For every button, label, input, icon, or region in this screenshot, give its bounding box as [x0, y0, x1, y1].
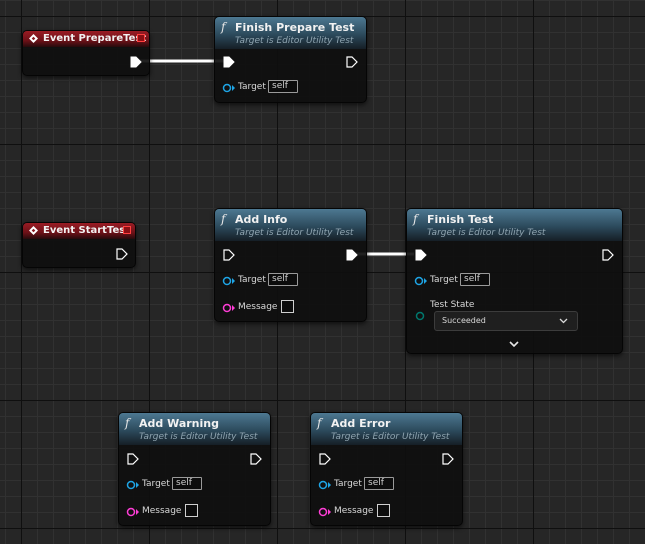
test-state-label: Test State	[430, 300, 475, 310]
target-label: Target	[430, 275, 458, 285]
exec-in-pin-icon[interactable]	[223, 56, 235, 68]
message-label: Message	[334, 506, 374, 516]
node-title: Finish Prepare Test	[235, 21, 355, 34]
node-title: Finish Test	[427, 213, 494, 226]
exec-in-pin-icon[interactable]	[223, 249, 235, 261]
exec-out-pin-icon[interactable]	[442, 453, 454, 465]
test-state-value: Succeeded	[442, 316, 486, 325]
function-icon: f	[125, 416, 130, 430]
node-subtitle: Target is Editor Utility Test	[235, 228, 354, 238]
message-input[interactable]	[185, 504, 198, 517]
message-pin-icon[interactable]	[126, 507, 140, 517]
node-header: f Add Error Target is Editor Utility Tes…	[311, 413, 462, 445]
target-pin-icon[interactable]	[126, 480, 140, 490]
message-label: Message	[238, 302, 278, 312]
target-self-field[interactable]: self	[364, 477, 394, 490]
node-subtitle: Target is Editor Utility Test	[139, 432, 258, 442]
exec-in-pin-icon[interactable]	[127, 453, 139, 465]
node-header: f Add Warning Target is Editor Utility T…	[119, 413, 270, 445]
exec-in-pin-icon[interactable]	[415, 249, 427, 261]
node-header: f Finish Test Target is Editor Utility T…	[407, 209, 622, 241]
event-diamond-icon	[29, 226, 38, 235]
node-subtitle: Target is Editor Utility Test	[235, 36, 354, 46]
target-self-field[interactable]: self	[460, 273, 490, 286]
target-label: Target	[238, 82, 266, 92]
message-input[interactable]	[377, 504, 390, 517]
node-header: f Add Info Target is Editor Utility Test	[215, 209, 366, 241]
node-subtitle: Target is Editor Utility Test	[331, 432, 450, 442]
event-header: Event PrepareTest	[23, 31, 149, 47]
function-icon: f	[221, 212, 226, 226]
message-label: Message	[142, 506, 182, 516]
function-icon: f	[221, 20, 226, 34]
delegate-pin-icon[interactable]	[123, 226, 131, 234]
exec-out-pin-icon[interactable]	[116, 248, 128, 260]
node-title: Add Warning	[139, 417, 219, 430]
function-icon: f	[317, 416, 322, 430]
exec-out-pin-icon[interactable]	[250, 453, 262, 465]
exec-in-pin-icon[interactable]	[319, 453, 331, 465]
exec-out-pin-icon[interactable]	[130, 56, 142, 68]
finish-prepare-test-node[interactable]: f Finish Prepare Test Target is Editor U…	[214, 16, 367, 103]
delegate-pin-icon[interactable]	[137, 34, 145, 42]
node-header: f Finish Prepare Test Target is Editor U…	[215, 17, 366, 49]
function-icon: f	[413, 212, 418, 226]
exec-out-pin-icon[interactable]	[346, 249, 358, 261]
target-pin-icon[interactable]	[222, 83, 236, 93]
event-diamond-icon	[29, 34, 38, 43]
exec-out-pin-icon[interactable]	[602, 249, 614, 261]
target-self-field[interactable]: self	[268, 273, 298, 286]
event-title: Event PrepareTest	[43, 33, 147, 44]
target-label: Target	[142, 479, 170, 489]
target-self-field[interactable]: self	[268, 80, 298, 93]
exec-out-pin-icon[interactable]	[346, 56, 358, 68]
event-starttest-node[interactable]: Event StartTest	[22, 222, 136, 268]
target-pin-icon[interactable]	[414, 276, 428, 286]
expand-node-chevron-icon[interactable]	[509, 341, 519, 348]
target-label: Target	[334, 479, 362, 489]
node-subtitle: Target is Editor Utility Test	[427, 228, 546, 238]
target-pin-icon[interactable]	[222, 276, 236, 286]
test-state-dropdown[interactable]: Succeeded	[434, 311, 578, 331]
node-title: Add Error	[331, 417, 391, 430]
event-preparetest-node[interactable]: Event PrepareTest	[22, 30, 150, 76]
chevron-down-icon	[559, 318, 568, 324]
event-title: Event StartTest	[43, 225, 130, 236]
target-pin-icon[interactable]	[318, 480, 332, 490]
node-title: Add Info	[235, 213, 288, 226]
event-header: Event StartTest	[23, 223, 135, 239]
target-self-field[interactable]: self	[172, 477, 202, 490]
add-info-node[interactable]: f Add Info Target is Editor Utility Test…	[214, 208, 367, 322]
finish-test-node[interactable]: f Finish Test Target is Editor Utility T…	[406, 208, 623, 354]
target-label: Target	[238, 275, 266, 285]
message-input[interactable]	[281, 300, 294, 313]
message-pin-icon[interactable]	[222, 303, 236, 313]
add-warning-node[interactable]: f Add Warning Target is Editor Utility T…	[118, 412, 271, 526]
test-state-pin-icon[interactable]	[415, 311, 425, 321]
message-pin-icon[interactable]	[318, 507, 332, 517]
add-error-node[interactable]: f Add Error Target is Editor Utility Tes…	[310, 412, 463, 526]
